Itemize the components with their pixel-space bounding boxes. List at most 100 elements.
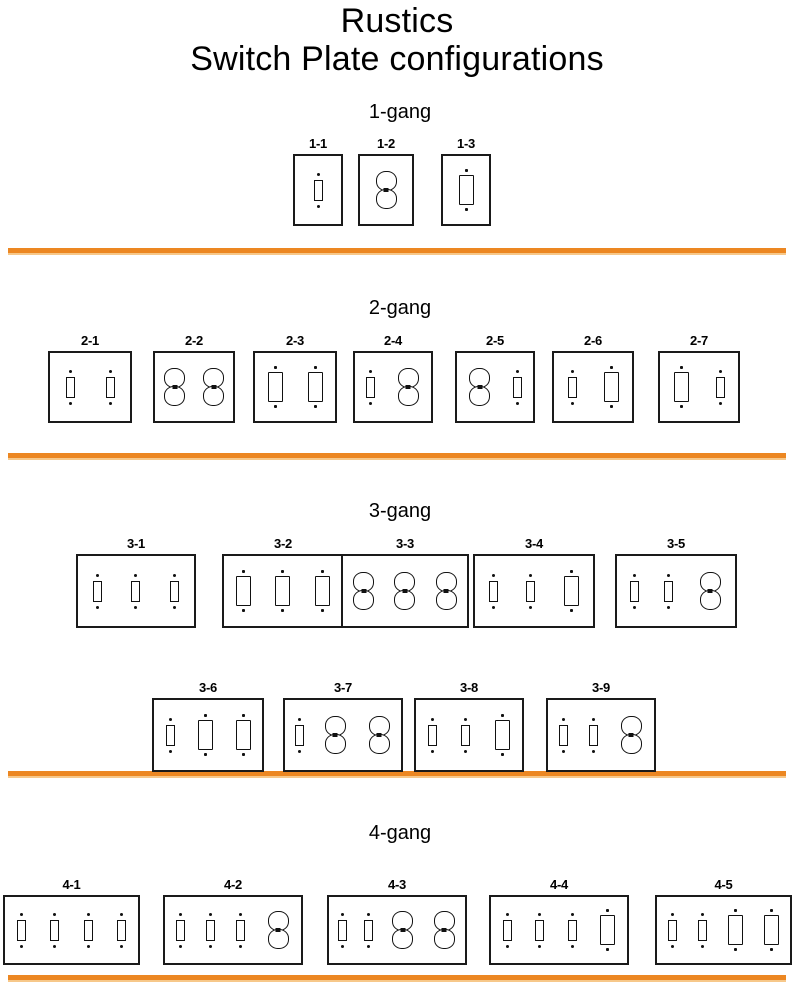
mounting-screw-icon (208, 912, 212, 916)
plate-group-4-2[interactable]: 4-2 (163, 878, 303, 965)
plate-group-2-4[interactable]: 2-4 (353, 334, 433, 423)
switch-plate-3-9[interactable] (546, 698, 656, 772)
mounting-screw-icon (666, 573, 670, 577)
device-toggle (558, 717, 568, 753)
plate-group-4-5[interactable]: 4-5 (655, 878, 792, 965)
device-rocker (236, 570, 252, 612)
device-rocker (197, 714, 213, 756)
switch-plate-3-5[interactable] (615, 554, 737, 628)
duplex-outlet-icon (266, 909, 290, 951)
plate-group-4-1[interactable]: 4-1 (3, 878, 140, 965)
plate-group-2-1[interactable]: 2-1 (48, 334, 132, 423)
device-toggle (313, 172, 323, 208)
switch-plate-3-3[interactable] (341, 554, 469, 628)
plate-label-3-6: 3-6 (199, 680, 217, 695)
mounting-screw-icon (700, 944, 704, 948)
switch-plate-3-2[interactable] (222, 554, 344, 628)
mounting-screw-icon (134, 573, 138, 577)
device-duplex (352, 570, 376, 612)
switch-plate-4-3[interactable] (327, 895, 467, 965)
mounting-screw-icon (538, 912, 542, 916)
outlet-center-screw-icon (361, 589, 367, 593)
rocker-switch-icon (235, 720, 251, 750)
plate-group-3-1[interactable]: 3-1 (76, 537, 196, 628)
switch-plate-2-7[interactable] (658, 351, 740, 423)
switch-plate-2-4[interactable] (353, 351, 433, 423)
plate-group-2-3[interactable]: 2-3 (253, 334, 337, 423)
plate-group-2-7[interactable]: 2-7 (658, 334, 740, 423)
plate-group-3-3[interactable]: 3-3 (341, 537, 469, 628)
device-toggle (535, 912, 545, 948)
plate-group-3-2[interactable]: 3-2 (222, 537, 344, 628)
switch-plate-4-1[interactable] (3, 895, 140, 965)
plate-group-3-8[interactable]: 3-8 (414, 681, 524, 772)
toggle-switch-icon (236, 919, 246, 941)
plate-label-2-3: 2-3 (286, 333, 304, 348)
outlet-center-screw-icon (628, 733, 634, 737)
mounting-screw-icon (700, 912, 704, 916)
outlet-receptacle-bottom (620, 734, 642, 754)
switch-plate-3-8[interactable] (414, 698, 524, 772)
page-title: Rustics (340, 2, 454, 40)
plate-group-3-5[interactable]: 3-5 (615, 537, 737, 628)
toggle-switch-icon (513, 376, 523, 398)
switch-plate-1-3[interactable] (441, 154, 491, 226)
switch-plate-2-1[interactable] (48, 351, 132, 423)
switch-plate-3-4[interactable] (473, 554, 595, 628)
device-duplex (434, 570, 458, 612)
plate-label-3-7: 3-7 (334, 680, 352, 695)
section-divider-1 (8, 248, 786, 255)
switch-plate-2-3[interactable] (253, 351, 337, 423)
mounting-screw-icon (679, 405, 683, 408)
toggle-switch-icon (105, 376, 115, 398)
device-toggle (461, 717, 471, 753)
plate-group-1-2[interactable]: 1-2 (358, 137, 414, 226)
switch-plate-4-2[interactable] (163, 895, 303, 965)
mounting-screw-icon (173, 605, 177, 609)
mounting-screw-icon (464, 749, 468, 753)
mounting-screw-icon (108, 369, 112, 373)
device-duplex (468, 366, 492, 408)
switch-plate-2-5[interactable] (455, 351, 535, 423)
rocker-switch-icon (494, 720, 510, 750)
mounting-screw-icon (770, 948, 774, 951)
toggle-switch-icon (92, 580, 102, 602)
outlet-center-screw-icon (405, 385, 411, 389)
mounting-screw-icon (492, 605, 496, 609)
switch-plate-4-4[interactable] (489, 895, 629, 965)
switch-plate-4-5[interactable] (655, 895, 792, 965)
rocker-switch-icon (197, 720, 213, 750)
plate-group-4-4[interactable]: 4-4 (489, 878, 629, 965)
device-rocker (458, 169, 474, 211)
device-toggle (697, 912, 707, 948)
switch-plate-3-1[interactable] (76, 554, 196, 628)
toggle-switch-icon (526, 580, 536, 602)
plate-group-1-3[interactable]: 1-3 (441, 137, 491, 226)
switch-plate-1-2[interactable] (358, 154, 414, 226)
switch-plate-2-2[interactable] (153, 351, 235, 423)
plate-group-3-7[interactable]: 3-7 (283, 681, 403, 772)
toggle-switch-icon (337, 919, 347, 941)
duplex-outlet-icon (619, 714, 643, 756)
plate-group-3-6[interactable]: 3-6 (152, 681, 264, 772)
plate-group-1-1[interactable]: 1-1 (293, 137, 343, 226)
plate-group-4-3[interactable]: 4-3 (327, 878, 467, 965)
plate-group-3-4[interactable]: 3-4 (473, 537, 595, 628)
plate-group-2-2[interactable]: 2-2 (153, 334, 235, 423)
switch-plate-2-6[interactable] (552, 351, 634, 423)
switch-plate-1-1[interactable] (293, 154, 343, 226)
toggle-switch-icon (365, 376, 375, 398)
toggle-switch-icon (313, 179, 323, 201)
plate-group-2-5[interactable]: 2-5 (455, 334, 535, 423)
mounting-screw-icon (320, 609, 324, 612)
toggle-switch-icon (65, 376, 75, 398)
toggle-switch-icon (502, 919, 512, 941)
mounting-screw-icon (95, 605, 99, 609)
switch-plate-3-7[interactable] (283, 698, 403, 772)
plate-group-2-6[interactable]: 2-6 (552, 334, 634, 423)
plate-group-3-9[interactable]: 3-9 (546, 681, 656, 772)
switch-plate-3-6[interactable] (152, 698, 264, 772)
toggle-switch-icon (663, 580, 673, 602)
device-duplex (374, 169, 398, 211)
title-block: Rustics Switch Plate configurations (0, 2, 794, 78)
